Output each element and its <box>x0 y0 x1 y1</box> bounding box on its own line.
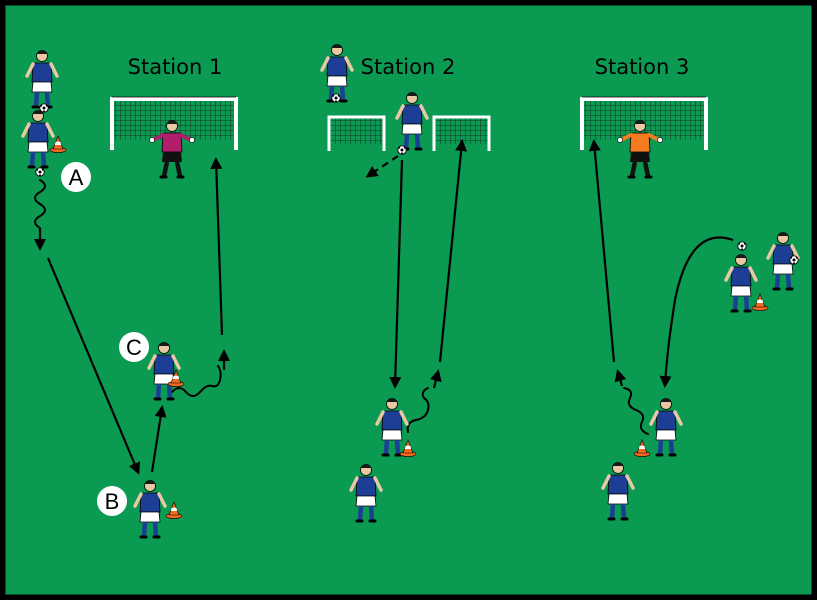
soccer-ball-icon <box>789 255 799 265</box>
marker-c: C <box>119 332 149 362</box>
marker-b: B <box>97 486 127 516</box>
pass-arrow <box>150 405 167 473</box>
soccer-ball-icon <box>737 241 747 251</box>
shot-arrow <box>438 139 468 363</box>
mini-goal-icon <box>327 115 386 151</box>
pass-arrow-dashed <box>365 155 399 178</box>
soccer-ball-icon <box>39 103 49 113</box>
throw-in-arrow <box>659 236 734 388</box>
soccer-ball-icon <box>331 93 341 103</box>
soccer-ball-icon <box>397 145 407 155</box>
station-1-title: Station 1 <box>128 55 223 79</box>
dribble-path <box>171 365 222 397</box>
pass-arrow <box>389 159 404 389</box>
goal-icon <box>580 96 708 150</box>
station-3-title: Station 3 <box>595 55 690 79</box>
station-2-title: Station 2 <box>361 55 456 79</box>
soccer-ball-icon <box>35 167 45 177</box>
arrow-up <box>614 369 627 387</box>
dribble-path <box>34 179 46 229</box>
dribble-path <box>406 387 430 433</box>
arrow-up <box>429 369 442 389</box>
pass-arrow <box>46 257 141 475</box>
marker-b-letter: B <box>105 489 120 514</box>
shot-arrow <box>588 139 616 363</box>
marker-a: A <box>61 162 91 192</box>
dribble-path <box>623 387 649 435</box>
shot-arrow <box>210 157 224 336</box>
marker-c-letter: C <box>126 335 142 360</box>
marker-a-letter: A <box>69 165 84 190</box>
